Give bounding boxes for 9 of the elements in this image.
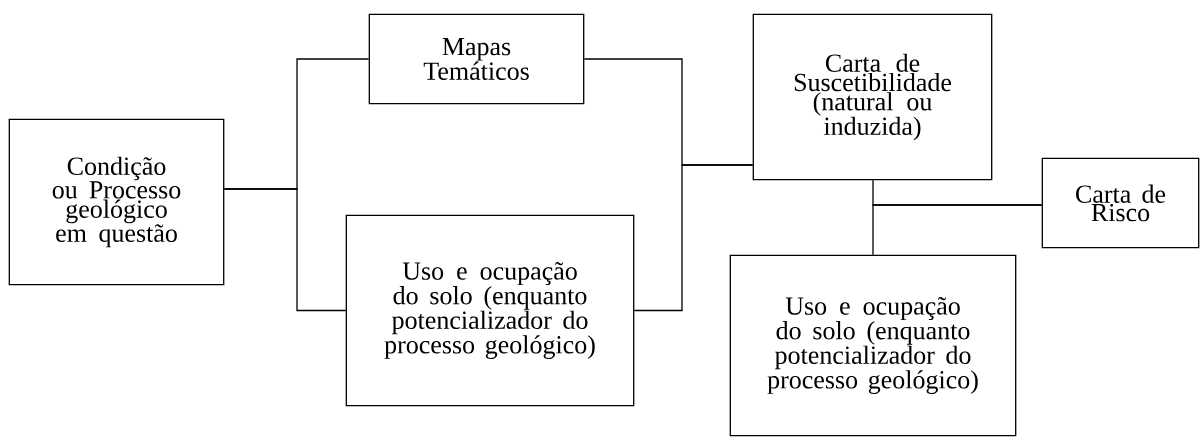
process-box: Carta de Suscetibilidade (natural ou induzida) <box>752 13 993 181</box>
connector-line <box>872 204 1043 256</box>
process-box: Uso e ocupação do solo (enquanto potencializador do processo geológico) <box>729 254 1017 437</box>
connector-line <box>633 164 754 312</box>
connector-line <box>223 188 347 312</box>
process-box: Uso e ocupação do solo (enquanto potencializador do processo geológico) <box>345 214 635 407</box>
process-box: Condição ou Processo geológico em questão <box>8 118 225 286</box>
process-box: Mapas Temáticos <box>368 13 585 105</box>
process-box: Carta de Risco <box>1041 157 1200 249</box>
